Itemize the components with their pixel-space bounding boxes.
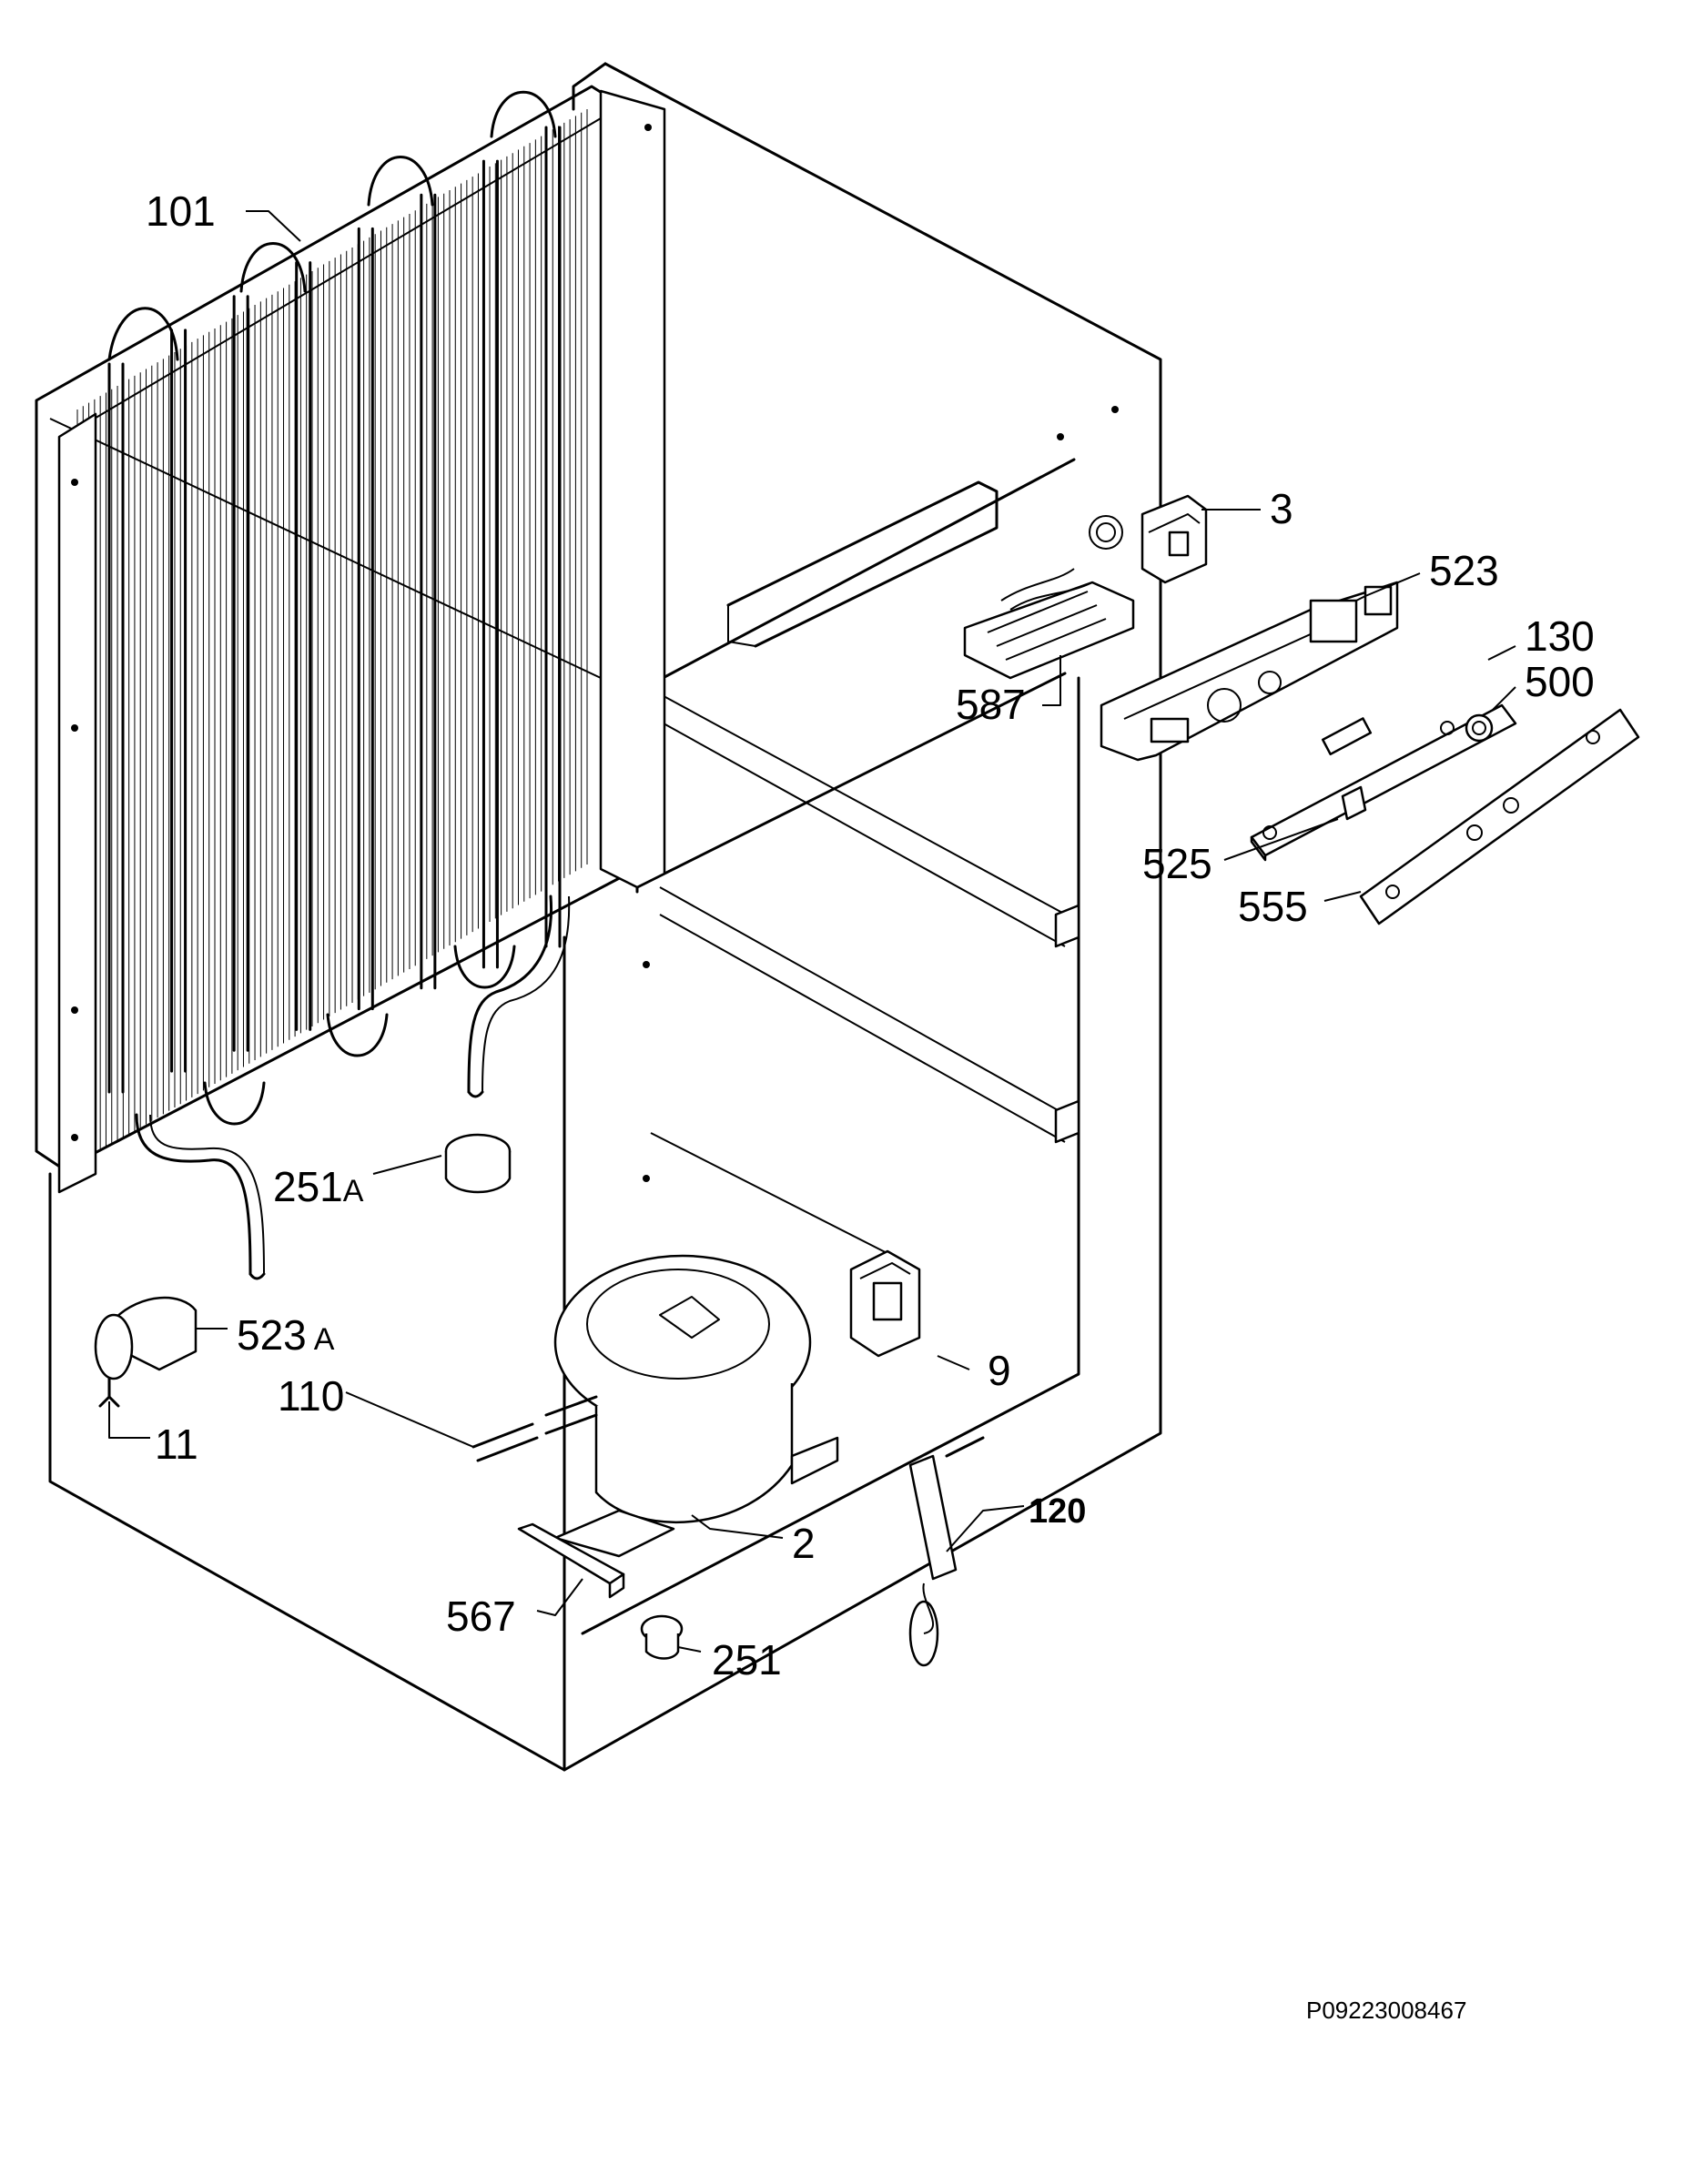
callout-11: 11 xyxy=(155,1421,198,1468)
callout-101: 101 xyxy=(146,187,216,235)
callout-525: 525 xyxy=(1142,840,1212,887)
condenser-tube xyxy=(232,295,249,1052)
callout-587: 587 xyxy=(956,681,1026,728)
condenser-tube xyxy=(544,126,562,948)
callout-251: 251 xyxy=(712,1636,782,1684)
callout-3: 3 xyxy=(1270,485,1293,532)
callout-9: 9 xyxy=(988,1347,1011,1394)
callout-130: 130 xyxy=(1525,612,1595,660)
diagram-reference-code: P09223008467 xyxy=(1306,1997,1466,2024)
condenser-tube xyxy=(357,227,374,1011)
leader-lines xyxy=(108,210,1516,1653)
callout-110: 110 xyxy=(278,1372,344,1420)
condenser-tube xyxy=(482,159,499,969)
thermostat-assembly xyxy=(963,494,1640,925)
condenser-tube xyxy=(420,193,437,990)
callout-2: 2 xyxy=(792,1520,816,1567)
callout-251a: 251A xyxy=(273,1163,364,1210)
condenser-tube xyxy=(295,261,312,1031)
condenser-tube xyxy=(107,362,125,1094)
callout-567: 567 xyxy=(446,1592,516,1640)
callout-120: 120 xyxy=(1029,1492,1086,1531)
callout-555: 555 xyxy=(1238,883,1308,930)
cabinet-body xyxy=(48,62,1162,1772)
compressor-assembly xyxy=(94,1133,985,1667)
condenser-coil xyxy=(35,85,666,1280)
callout-523: 523 xyxy=(1429,547,1499,594)
callout-500: 500 xyxy=(1525,658,1595,705)
condenser-tube xyxy=(170,329,188,1073)
